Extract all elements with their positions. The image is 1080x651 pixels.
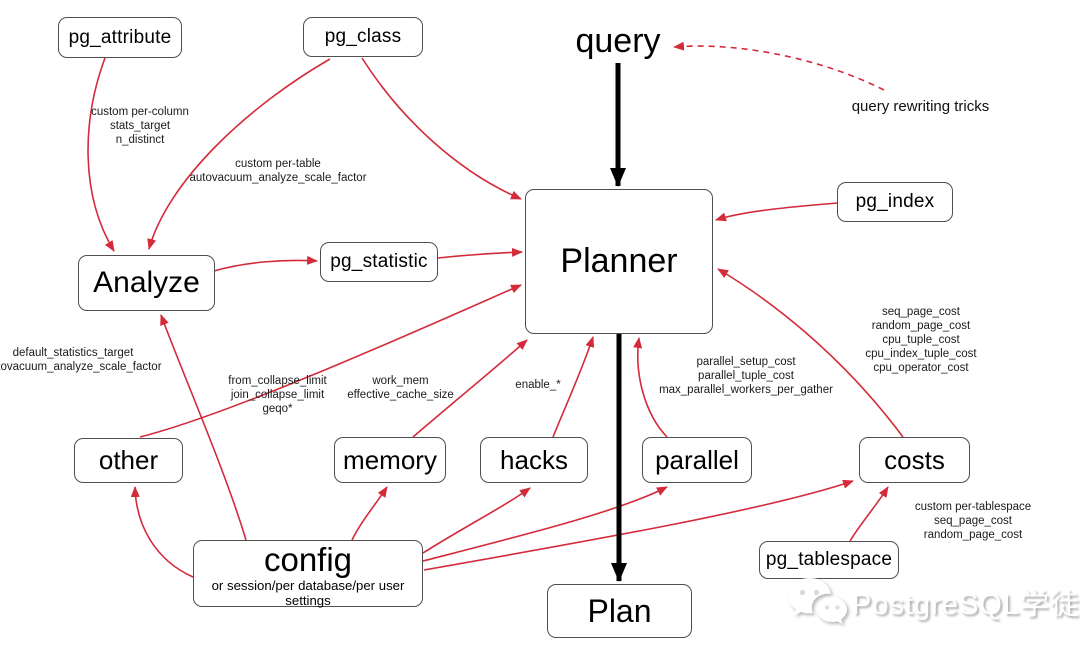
edge-hacks-to-planner	[552, 336, 595, 438]
edge-pg-class-to-analyze	[147, 58, 331, 250]
annotation-hacks-settings: enable_*	[502, 378, 574, 392]
annotation-line: parallel_tuple_cost	[698, 370, 794, 382]
edge-pg-statistic-to-planner	[437, 247, 523, 259]
edge-pg-index-to-planner	[715, 202, 838, 222]
annotation-tablespace-settings: custom per-tablespace seq_page_cost rand…	[897, 500, 1049, 542]
node-pg-index-label: pg_index	[855, 191, 935, 212]
edge-config-to-memory	[351, 486, 388, 541]
watermark: PostgreSQL学徒	[786, 576, 1080, 628]
annotation-collapse-limits: from_collapse_limit join_collapse_limit …	[215, 374, 340, 416]
annotation-line: seq_page_cost	[933, 515, 1012, 527]
annotation-line: from_collapse_limit	[228, 375, 327, 387]
edge-costs-to-planner	[717, 268, 904, 438]
node-hacks: hacks	[480, 437, 588, 483]
annotation-line: autovacuum_analyze_scale_factor	[189, 172, 367, 184]
node-pg-attribute-label: pg_attribute	[68, 26, 172, 48]
node-hacks-label: hacks	[500, 444, 568, 475]
annotation-memory-settings: work_mem effective_cache_size	[338, 374, 463, 402]
wechat-icon	[788, 578, 847, 624]
edge-other-to-planner	[139, 284, 522, 438]
node-pg-attribute: pg_attribute	[58, 17, 182, 58]
annotation-line: geqo*	[262, 403, 293, 415]
node-pg-class-label: pg_class	[324, 26, 402, 47]
annotation-line: enable_*	[515, 379, 561, 391]
annotation-parallel-settings: parallel_setup_cost parallel_tuple_cost …	[652, 355, 840, 397]
annotation-custom-per-table: custom per-table autovacuum_analyze_scal…	[168, 157, 388, 185]
annotation-line: custom per-table	[235, 158, 321, 170]
query-text: query	[568, 22, 668, 61]
annotation-line: query rewriting tricks	[851, 98, 990, 115]
annotation-line: n_distinct	[115, 134, 165, 146]
node-config: config or session/per database/per user …	[193, 540, 423, 608]
node-plan: Plan	[547, 584, 692, 638]
edge-memory-to-planner	[412, 339, 528, 438]
watermark-text: PostgreSQL学徒	[852, 589, 1080, 621]
node-costs-label: costs	[884, 444, 945, 475]
node-pg-statistic: pg_statistic	[320, 242, 438, 282]
node-other-label: other	[98, 445, 159, 475]
edge-config-to-hacks	[422, 487, 531, 554]
node-pg-tablespace: pg_tablespace	[759, 541, 899, 579]
edge-pg-attribute-to-analyze	[87, 57, 115, 252]
node-pg-class: pg_class	[303, 17, 423, 57]
edge-parallel-to-planner	[633, 337, 668, 438]
annotation-query-rewriting: query rewriting tricks	[818, 98, 1023, 115]
node-parallel-label: parallel	[655, 444, 739, 475]
node-planner-label: Planner	[560, 242, 678, 280]
edge-pg-tablespace-to-costs	[849, 486, 889, 542]
annotation-line: random_page_cost	[923, 529, 1023, 541]
annotation-line: max_parallel_workers_per_gather	[659, 384, 833, 396]
node-plan-label: Plan	[587, 592, 652, 629]
annotation-line: effective_cache_size	[347, 389, 454, 401]
query-label: query	[575, 22, 661, 60]
annotation-line: cpu_tuple_cost	[882, 334, 960, 346]
node-config-label: config	[263, 541, 353, 578]
annotation-line: custom per-tablespace	[914, 501, 1032, 513]
edge-config-to-other	[130, 486, 194, 578]
edge-config-to-parallel	[422, 486, 668, 562]
annotation-line: join_collapse_limit	[230, 389, 325, 401]
node-other: other	[74, 438, 183, 483]
node-memory: memory	[334, 437, 446, 483]
edge-rewriting-to-query	[673, 41, 885, 91]
node-planner: Planner	[525, 189, 713, 334]
annotation-line: cpu_index_tuple_cost	[865, 348, 977, 360]
edge-pg-class-to-planner	[361, 57, 522, 200]
node-analyze: Analyze	[78, 255, 215, 311]
annotation-line: seq_page_cost	[881, 306, 960, 318]
node-pg-tablespace-label: pg_tablespace	[765, 549, 893, 570]
annotation-default-statistics: default_statistics_target autovacuum_ana…	[0, 346, 173, 374]
node-parallel: parallel	[642, 437, 752, 483]
edge-analyze-to-pg-statistic	[213, 255, 318, 272]
annotation-cost-settings: seq_page_cost random_page_cost cpu_tuple…	[845, 305, 997, 375]
annotation-line: parallel_setup_cost	[696, 356, 796, 368]
node-pg-index: pg_index	[837, 182, 953, 222]
node-config-subtitle: or session/per database/per user setting…	[211, 578, 405, 608]
node-memory-label: memory	[343, 444, 437, 475]
node-costs: costs	[859, 437, 970, 483]
annotation-line: work_mem	[372, 375, 429, 387]
edge-config-to-analyze	[160, 314, 247, 541]
annotation-line: stats_target	[109, 120, 171, 132]
edge-config-to-costs	[423, 479, 854, 571]
annotation-line: default_statistics_target	[12, 347, 134, 359]
annotation-line: custom per-column	[91, 106, 189, 118]
annotation-line: random_page_cost	[871, 320, 971, 332]
node-analyze-label: Analyze	[93, 266, 200, 299]
node-pg-statistic-label: pg_statistic	[330, 251, 428, 272]
annotation-custom-per-column: custom per-column stats_target n_distinc…	[55, 105, 225, 147]
annotation-line: cpu_operator_cost	[873, 362, 969, 374]
annotation-line: autovacuum_analyze_scale_factor	[0, 361, 162, 373]
